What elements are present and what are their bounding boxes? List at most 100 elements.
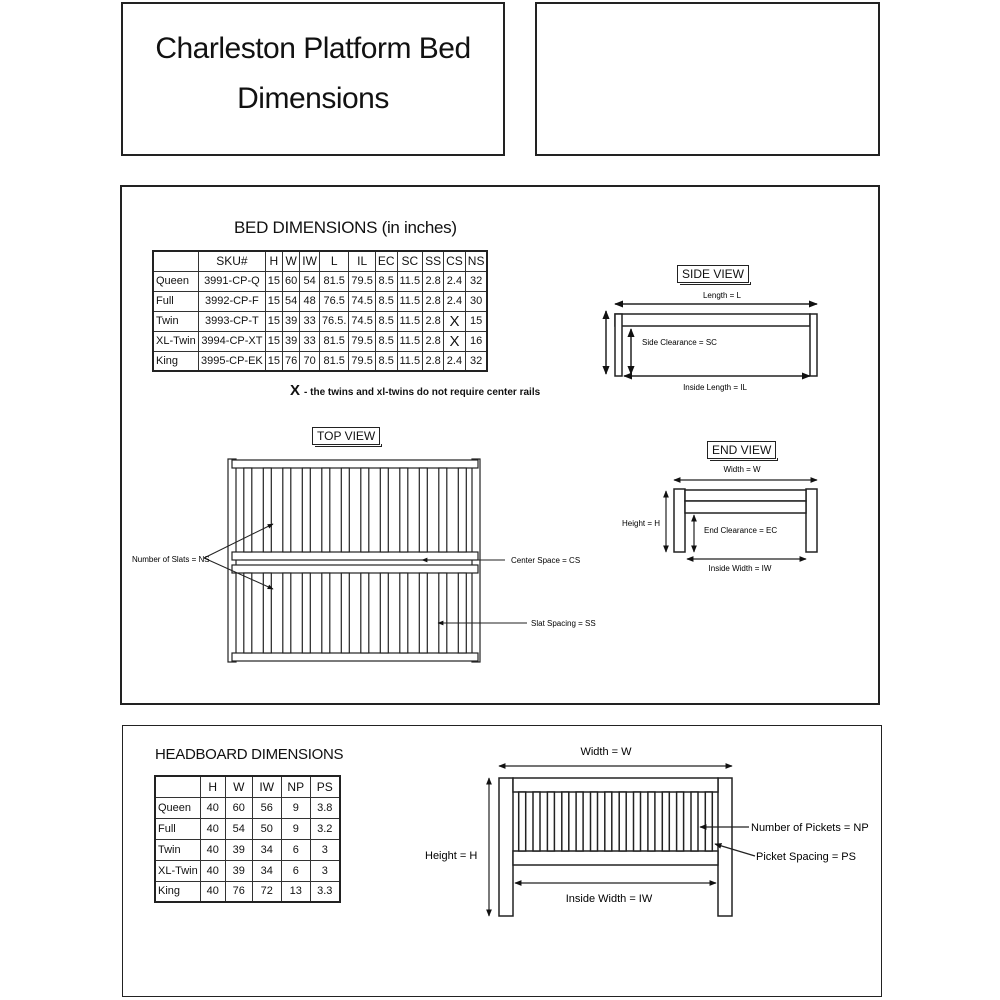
picket: [532, 791, 541, 852]
row-label: King: [154, 880, 201, 903]
picket: [690, 791, 699, 852]
slat: [399, 572, 409, 654]
headboard-dimensions-table: H W IW NP PS Queen 40 60 56 9 3.8 Full 4…: [154, 775, 341, 903]
number-of-pickets-label: Number of Pickets = NP: [751, 822, 869, 834]
slat: [301, 467, 311, 553]
slat: [321, 572, 331, 654]
column-header: SS: [422, 250, 445, 272]
picket: [647, 791, 656, 852]
slat: [418, 572, 428, 654]
row-label: Twin: [154, 838, 201, 861]
table-cell: 39: [282, 330, 301, 352]
column-header: CS: [443, 250, 466, 272]
headboard-dimensions-panel: HEADBOARD DIMENSIONS H W IW NP PS Queen …: [122, 725, 882, 997]
table-cell: 8.5: [374, 310, 398, 332]
column-header: PS: [309, 775, 341, 798]
picket: [561, 791, 570, 852]
end-view-label: END VIEW: [707, 441, 779, 461]
top-view-label: TOP VIEW: [312, 427, 383, 447]
page-title-line2: Dimensions: [237, 82, 389, 115]
table-cell: 48: [299, 290, 320, 312]
slat: [379, 467, 389, 553]
slat: [243, 572, 253, 654]
row-label: Full: [154, 817, 201, 840]
end-height-label: Height = H: [622, 519, 660, 528]
slat: [321, 467, 331, 553]
side-clearance-label: Side Clearance = SC: [642, 338, 717, 347]
table-cell: 2.8: [422, 350, 445, 372]
center-rail-note: X- the twins and xl-twins do not require…: [290, 382, 540, 399]
end-view-diagram: [673, 488, 818, 553]
table-cell: 8.5: [374, 350, 398, 372]
table-cell: 11.5: [396, 270, 424, 292]
table-cell: 3.3: [309, 880, 341, 903]
side-length-label: Length = L: [703, 291, 742, 300]
headboard-dimensions-heading: HEADBOARD DIMENSIONS: [155, 746, 344, 763]
table-cell: 76: [282, 350, 301, 372]
slat: [457, 467, 467, 553]
table-cell: 39: [224, 838, 253, 861]
picket: [575, 791, 584, 852]
table-row: XL-Twin 40 39 34 6 3: [154, 859, 341, 882]
table-row: Queen 40 60 56 9 3.8: [154, 796, 341, 819]
table-cell: 81.5: [318, 350, 350, 372]
center-space-label: Center Space = CS: [511, 556, 580, 565]
table-cell: 3992-CP-F: [198, 290, 266, 312]
table-cell: 11.5: [396, 290, 424, 312]
slat: [282, 572, 292, 654]
inside-length-label: Inside Length = IL: [683, 383, 747, 392]
slat-spacing-label: Slat Spacing = SS: [531, 619, 596, 628]
picket: [661, 791, 671, 852]
column-header: SKU#: [198, 250, 266, 272]
row-label: XL-Twin: [154, 859, 201, 882]
picket: [517, 791, 527, 852]
slat: [262, 572, 272, 654]
picket: [546, 791, 556, 852]
table-row: Full 3992-CP-F 15 54 48 76.5 74.5 8.5 11…: [152, 290, 488, 312]
table-row: King 3995-CP-EK 15 76 70 81.5 79.5 8.5 1…: [152, 350, 488, 372]
slat: [418, 467, 428, 553]
table-cell: 8.5: [374, 330, 398, 352]
slat: [457, 572, 467, 654]
column-header: NS: [464, 250, 488, 272]
blank-image-box: [535, 2, 880, 156]
table-cell: 76: [224, 880, 253, 903]
page-title-line1: Charleston Platform Bed: [155, 32, 471, 65]
table-cell: 40: [199, 880, 226, 903]
title-box: Charleston Platform Bed Dimensions: [121, 2, 505, 156]
row-label: XL-Twin: [152, 330, 199, 352]
table-cell: 3993-CP-T: [198, 310, 266, 332]
table-cell: 15: [264, 330, 284, 352]
inside-width-label: Inside Width = IW: [709, 564, 772, 573]
table-row: Twin 40 39 34 6 3: [154, 838, 341, 861]
table-cell: 13: [280, 880, 311, 903]
bed-diagrams: Length = L Side Clearance = SC Inside Le…: [132, 291, 818, 663]
slat: [360, 467, 370, 553]
slat: [243, 467, 253, 553]
picket: [675, 791, 685, 852]
slat: [340, 467, 350, 553]
table-cell: 3995-CP-EK: [198, 350, 266, 372]
headboard-height-label: Height = H: [425, 850, 477, 862]
table-cell: 32: [464, 350, 488, 372]
table-row: King 40 76 72 13 3.3: [154, 880, 341, 903]
table-header-row: SKU# H W IW L IL EC SC SS CS NS: [152, 250, 488, 272]
side-view-label: SIDE VIEW: [677, 265, 752, 285]
slat: [360, 572, 370, 654]
picket: [704, 791, 714, 852]
end-width-label: Width = W: [723, 465, 761, 474]
slat: [262, 467, 272, 553]
table-cell: 2.8: [422, 310, 445, 332]
slat: [379, 572, 389, 654]
table-cell: 79.5: [348, 350, 376, 372]
slat: [438, 572, 448, 654]
table-cell: 11.5: [396, 350, 424, 372]
headboard-inside-width-label: Inside Width = IW: [566, 893, 653, 905]
table-cell: 74.5: [348, 290, 376, 312]
table-cell: 60: [282, 270, 301, 292]
num-slats-label: Number of Slats = NS: [132, 555, 210, 564]
bed-dimensions-table: SKU# H W IW L IL EC SC SS CS NS Queen 39…: [152, 250, 489, 372]
row-label: Queen: [152, 270, 199, 292]
table-row: Twin 3993-CP-T 15 39 33 76.5. 74.5 8.5 1…: [152, 310, 488, 332]
headboard-frame: [498, 777, 733, 917]
